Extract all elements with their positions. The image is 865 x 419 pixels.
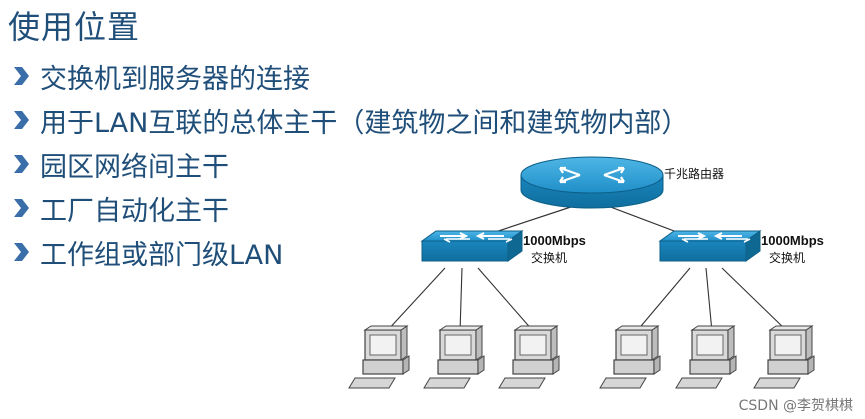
computer-icon (423, 325, 485, 389)
switch-speed: 1000Mbps (761, 233, 824, 248)
switch-icon (659, 230, 761, 262)
bullet-item: 用于LAN互联的总体主干（建筑物之间和建筑物内部） (12, 98, 688, 142)
chevron-right-icon (14, 199, 29, 217)
bullet-item: 工厂自动化主干 (12, 186, 688, 230)
switch-icon (421, 230, 523, 262)
bullet-item: 交换机到服务器的连接 (12, 54, 688, 98)
router-label: 千兆路由器 (664, 166, 724, 181)
bullet-text: 园区网络间主干 (40, 151, 229, 183)
computer-icon (599, 325, 661, 389)
chevron-right-icon (14, 155, 29, 173)
bullet-text: 交换机到服务器的连接 (40, 63, 310, 95)
bullet-text: 工厂自动化主干 (40, 195, 229, 227)
links-left (385, 267, 535, 333)
switch-speed: 1000Mbps (523, 233, 586, 248)
watermark: CSDN @李贺棋棋 (738, 398, 853, 414)
router-icon (520, 156, 664, 209)
computer-icon (675, 325, 737, 389)
computer-icon (348, 325, 410, 389)
computer-icon (753, 325, 815, 389)
bullet-text: 用于LAN互联的总体主干（建筑物之间和建筑物内部） (40, 107, 689, 139)
switch-label: 交换机 (531, 250, 567, 265)
bullet-text: 工作组或部门级LAN (40, 239, 284, 271)
slide-title: 使用位置 (8, 8, 141, 46)
bullet-list: 交换机到服务器的连接 用于LAN互联的总体主干（建筑物之间和建筑物内部） 园区网… (12, 54, 688, 274)
chevron-right-icon (14, 111, 29, 129)
bullet-item: 工作组或部门级LAN (12, 230, 688, 274)
switch-label: 交换机 (769, 250, 805, 265)
chevron-right-icon (14, 67, 29, 85)
computer-icon (498, 325, 560, 389)
bullet-item: 园区网络间主干 (12, 142, 688, 186)
chevron-right-icon (14, 243, 29, 261)
links-right (635, 267, 789, 333)
